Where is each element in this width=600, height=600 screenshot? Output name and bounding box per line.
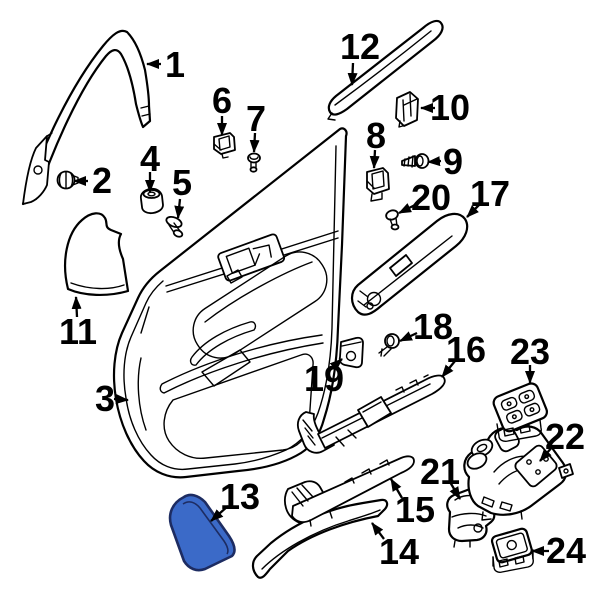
- part-23-shape[interactable]: [492, 381, 549, 442]
- part-5-label[interactable]: 5: [172, 162, 192, 203]
- part-13-body[interactable]: [168, 493, 236, 572]
- part-13-callout: 13: [210, 476, 260, 522]
- part-8-label[interactable]: 8: [366, 115, 386, 156]
- part-22-label[interactable]: 22: [545, 416, 585, 457]
- part-15-arrow: [390, 478, 403, 499]
- part-20-arrow: [398, 203, 416, 215]
- part-11-shape[interactable]: [64, 212, 130, 296]
- part-13-arrow: [210, 505, 229, 522]
- part-11-callout: 11: [59, 296, 97, 352]
- part-16-arrow: [441, 360, 456, 378]
- part-4-label[interactable]: 4: [140, 138, 160, 179]
- part-1-shape[interactable]: [21, 29, 152, 206]
- part-2-label[interactable]: 2: [92, 160, 112, 201]
- part-14-callout: 14: [371, 522, 419, 572]
- part-19-label[interactable]: 19: [304, 358, 344, 399]
- part-7-arrow: [249, 132, 260, 153]
- part-20-callout: 20: [398, 177, 451, 218]
- part-1-label[interactable]: 1: [165, 44, 185, 85]
- part-3-arrow: [113, 394, 129, 405]
- part-21-callout: 21: [420, 451, 461, 500]
- part-4-shape[interactable]: [139, 187, 164, 215]
- part-11-arrow: [71, 296, 82, 318]
- part-3-label[interactable]: 3: [95, 378, 115, 419]
- part-16-shape[interactable]: [296, 374, 446, 454]
- part-14-shape[interactable]: [251, 498, 389, 579]
- part-10-callout: 10: [420, 87, 470, 128]
- part-1-callout: 1: [146, 44, 185, 85]
- part-10-label[interactable]: 10: [430, 87, 470, 128]
- part-23-callout: 23: [510, 331, 550, 384]
- part-13-shape[interactable]: [168, 493, 236, 572]
- part-7-label[interactable]: 7: [246, 98, 266, 139]
- part-7-shape[interactable]: [247, 152, 261, 173]
- part-23-label[interactable]: 23: [510, 331, 550, 372]
- part-8-callout: 8: [366, 115, 386, 169]
- part-20-label[interactable]: 20: [411, 177, 451, 218]
- part-13-inner-line: [182, 501, 229, 555]
- part-3-shape[interactable]: [112, 127, 348, 479]
- part-5-arrow: [174, 198, 185, 219]
- part-8-arrow: [369, 149, 380, 169]
- part-12-arrow: [347, 62, 358, 86]
- part-17-arrow: [466, 203, 481, 218]
- part-9-label[interactable]: 9: [443, 141, 463, 182]
- part-6-callout: 6: [212, 80, 232, 136]
- part-24-label[interactable]: 24: [546, 530, 586, 571]
- part-22-callout: 22: [539, 416, 585, 462]
- part-18-shape[interactable]: [378, 333, 400, 357]
- part-9-callout: 9: [427, 141, 463, 182]
- part-16-callout: 16: [441, 329, 486, 378]
- part-9-arrow: [427, 156, 442, 167]
- part-18-arrow: [399, 331, 418, 343]
- part-9-shape[interactable]: [401, 153, 430, 169]
- part-5-shape[interactable]: [165, 215, 184, 238]
- part-17-shape[interactable]: [350, 212, 469, 316]
- part-18-callout: 18: [399, 306, 453, 347]
- part-24-shape[interactable]: [490, 527, 534, 573]
- part-15-callout: 15: [390, 478, 435, 530]
- part-12-shape[interactable]: [327, 19, 444, 121]
- part-5-callout: 5: [172, 162, 192, 219]
- part-19-shape[interactable]: [338, 336, 364, 369]
- part-10-shape[interactable]: [395, 91, 419, 128]
- part-20-shape[interactable]: [385, 209, 400, 231]
- part-2-callout: 2: [73, 160, 112, 201]
- part-14-arrow: [371, 522, 385, 540]
- part-17-label[interactable]: 17: [470, 173, 510, 214]
- part-11-label[interactable]: 11: [59, 311, 97, 352]
- callouts: 1 2 3 4 5 6 7 8 9 10 11 12 13 14 15 16 1…: [59, 26, 586, 572]
- part-16-label[interactable]: 16: [446, 329, 486, 370]
- part-6-label[interactable]: 6: [212, 80, 232, 121]
- part-19-arrow: [329, 358, 343, 371]
- part-15-label[interactable]: 15: [395, 489, 435, 530]
- part-6-shape[interactable]: [213, 132, 236, 159]
- part-21-label[interactable]: 21: [420, 451, 460, 492]
- part-17-callout: 17: [466, 173, 510, 218]
- part-19-callout: 19: [304, 358, 344, 399]
- part-14-label[interactable]: 14: [379, 531, 419, 572]
- part-13-label[interactable]: 13: [220, 476, 260, 517]
- part-12-label[interactable]: 12: [340, 26, 380, 67]
- part-2-shape[interactable]: [56, 170, 79, 190]
- part-8-shape[interactable]: [366, 167, 390, 202]
- part-18-label[interactable]: 18: [413, 306, 453, 347]
- part-15-shape[interactable]: [284, 455, 415, 527]
- part-24-callout: 24: [531, 530, 586, 571]
- part-3-callout: 3: [95, 378, 129, 419]
- part-21-arrow: [449, 481, 461, 500]
- part-12-callout: 12: [340, 26, 380, 86]
- part-4-callout: 4: [140, 138, 160, 193]
- part-7-callout: 7: [246, 98, 266, 153]
- part-22-arrow: [539, 445, 554, 462]
